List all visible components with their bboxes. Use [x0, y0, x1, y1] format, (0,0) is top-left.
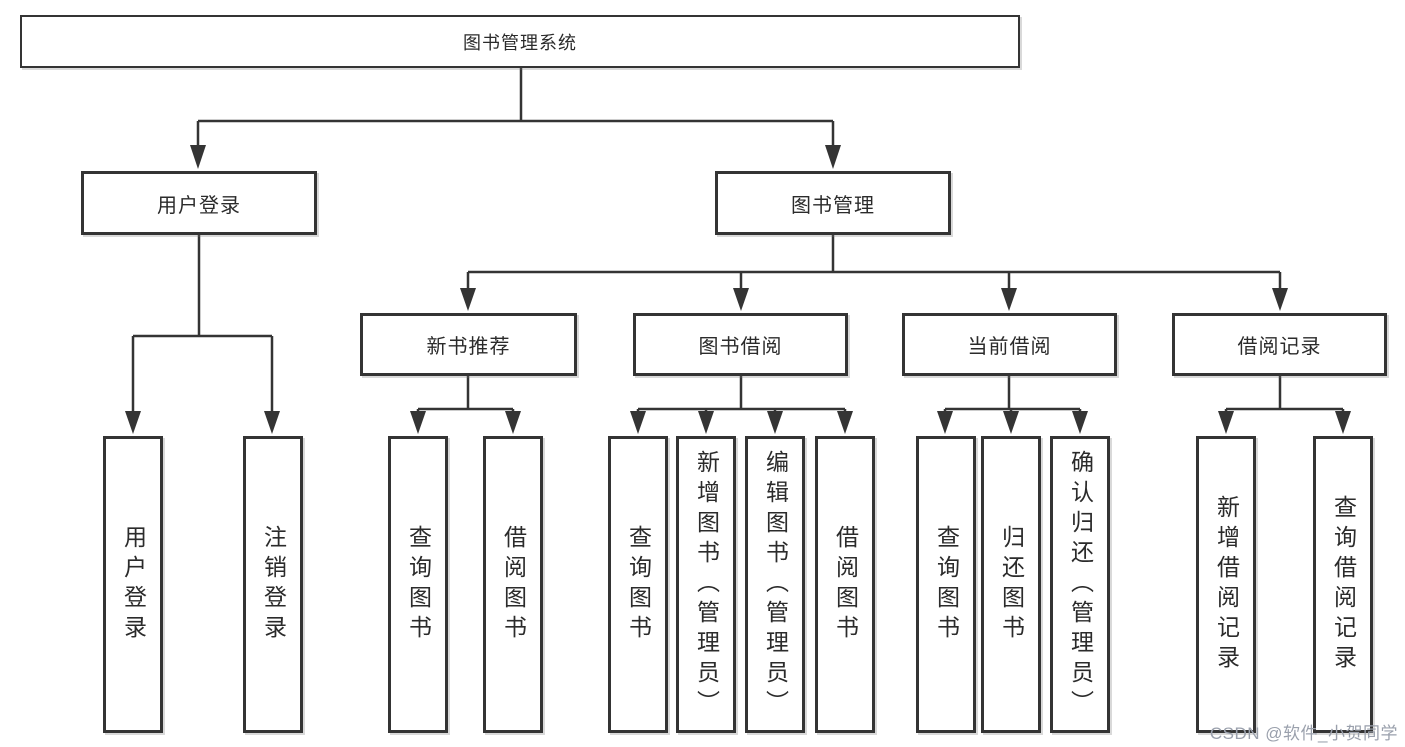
- node-label: 借阅记录: [1237, 336, 1322, 358]
- node-label: 图书管理系统: [463, 32, 577, 53]
- leaf-logout-login: 注销登录: [243, 436, 303, 733]
- leaf-label: 查询图书: [625, 524, 652, 645]
- node-new-book-recommend: 新书推荐: [360, 313, 577, 376]
- node-book-management: 图书管理: [715, 171, 951, 235]
- leaf-label: 注销登录: [260, 524, 287, 645]
- leaf-query-borrow-record: 查询借阅记录: [1313, 436, 1373, 733]
- leaf-confirm-return-admin: 确认归还（管理员）: [1050, 436, 1110, 733]
- leaf-label: 新增借阅记录: [1213, 494, 1240, 675]
- node-library-management-system: 图书管理系统: [20, 15, 1020, 68]
- leaf-borrow-books-recommend: 借阅图书: [483, 436, 543, 733]
- leaf-add-books-admin: 新增图书（管理员）: [676, 436, 736, 733]
- leaf-query-books-borrowing: 查询图书: [608, 436, 668, 733]
- leaf-label: 用户登录: [120, 524, 147, 645]
- leaf-label: 借阅图书: [500, 524, 527, 645]
- node-label: 图书借阅: [698, 336, 783, 358]
- watermark: CSDN @软件_小贺同学: [1209, 724, 1398, 743]
- leaf-add-borrow-record: 新增借阅记录: [1196, 436, 1256, 733]
- node-user-login: 用户登录: [81, 171, 317, 235]
- leaf-query-books-recommend: 查询图书: [388, 436, 448, 733]
- leaf-edit-books-admin: 编辑图书（管理员）: [745, 436, 805, 733]
- node-current-borrowing: 当前借阅: [902, 313, 1117, 376]
- leaf-borrow-books-borrowing: 借阅图书: [815, 436, 875, 733]
- leaf-label: 借阅图书: [832, 524, 859, 645]
- leaf-return-books: 归还图书: [981, 436, 1041, 733]
- leaf-label: 确认归还（管理员）: [1067, 449, 1094, 720]
- node-label: 用户登录: [157, 194, 241, 217]
- leaf-label: 查询借阅记录: [1330, 494, 1357, 675]
- leaf-user-login: 用户登录: [103, 436, 163, 733]
- node-book-borrowing: 图书借阅: [633, 313, 848, 376]
- leaf-query-books-current: 查询图书: [916, 436, 976, 733]
- leaf-label: 新增图书（管理员）: [693, 449, 720, 720]
- leaf-label: 查询图书: [405, 524, 432, 645]
- node-label: 新书推荐: [426, 336, 511, 358]
- leaf-label: 归还图书: [998, 524, 1025, 645]
- node-label: 图书管理: [791, 194, 875, 217]
- node-label: 当前借阅: [967, 336, 1052, 358]
- node-borrowing-records: 借阅记录: [1172, 313, 1387, 376]
- leaf-label: 编辑图书（管理员）: [762, 449, 789, 720]
- leaf-label: 查询图书: [933, 524, 960, 645]
